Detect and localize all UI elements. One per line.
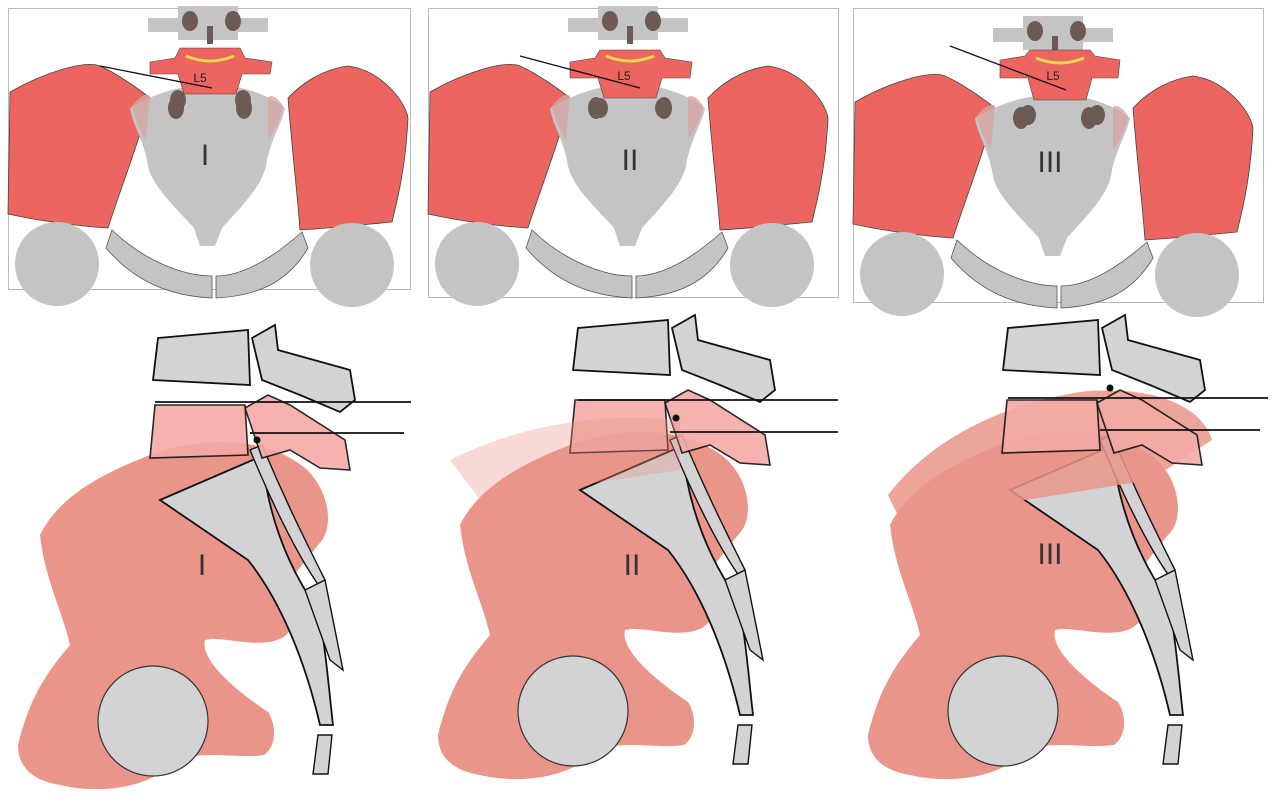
ap-panel-grade-2: L5 II (428, 6, 828, 307)
grade-label: II (624, 549, 641, 582)
grade-label: I (198, 549, 206, 582)
vertebra-label: L5 (617, 69, 631, 83)
ap-panel-grade-3: L5 III (853, 16, 1253, 317)
vertebra-label: L5 (193, 71, 207, 85)
grade-label: I (201, 139, 209, 172)
ap-panel-grade-1: L5 I (8, 6, 408, 307)
lateral-panel-grade-2: II (438, 315, 838, 779)
lateral-panel-grade-1: I (18, 325, 411, 789)
grade-label: II (622, 144, 639, 177)
grade-label: III (1037, 538, 1062, 571)
vertebra-label: L5 (1046, 69, 1060, 83)
l5-vertebra (1000, 50, 1120, 100)
grade-label: III (1037, 146, 1062, 179)
lateral-panel-grade-3: III (868, 315, 1268, 779)
l5-vertebra (150, 48, 272, 94)
